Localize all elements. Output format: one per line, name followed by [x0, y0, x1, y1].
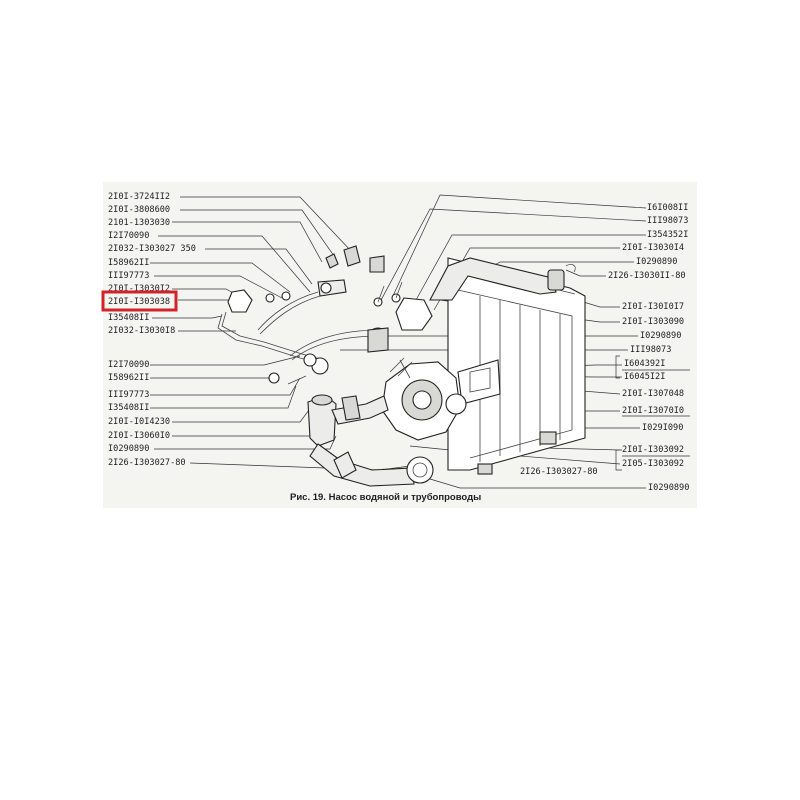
part-label: 2I0I-3724II2: [108, 192, 170, 202]
part-label: I35408II: [108, 403, 149, 413]
part-number-labels-right: I6I008II III98073 I354352I 2I0I-I3030I4 …: [520, 203, 689, 493]
part-label-highlighted: 2I0I-I303038: [108, 297, 170, 307]
part-label: I0290890: [108, 444, 149, 454]
part-label: 2I0I-I303090: [622, 317, 684, 327]
part-label: I029I090: [642, 423, 683, 433]
part-label: 2I0I-I3070I0: [622, 406, 684, 416]
part-label: 2I26-I303027-80: [520, 467, 598, 477]
part-label: 2I032-I303027 350: [108, 244, 196, 254]
upper-hose: [429, 257, 576, 301]
part-label: I35408II: [108, 313, 149, 323]
leader-lines-left: [150, 196, 411, 471]
part-label: I354352I: [647, 230, 688, 240]
part-label: 2I0I-I307048: [622, 389, 684, 399]
highlight-box: [101, 290, 178, 312]
part-label: I604392I: [624, 359, 665, 369]
part-label: I6I008II: [647, 203, 688, 213]
part-label: 2I0I-I3030I4: [622, 243, 684, 253]
bypass-pipe: [217, 279, 389, 375]
part-label: I6045I2I: [624, 372, 665, 382]
part-label: III98073: [647, 216, 688, 226]
part-label: 2I26-I3030II-80: [608, 271, 686, 281]
part-label: 2I0I-I3060I0: [108, 431, 170, 441]
part-label: 2I032-I3030I8: [108, 326, 175, 336]
fasteners: [265, 245, 433, 385]
part-label: 2I0I-I0I4230: [108, 417, 170, 427]
part-label: I0290890: [636, 257, 677, 267]
thermostat-and-hoses: [307, 394, 434, 487]
part-label: 2I05-I303092: [622, 459, 684, 469]
part-label: 2I0I-I30I0I7: [622, 302, 684, 312]
part-label: 2I0I-I303092: [622, 445, 684, 455]
water-pump: [381, 357, 501, 441]
part-label: III97773: [108, 271, 149, 281]
figure-caption: Рис. 19. Насос водяной и трубопроводы: [290, 492, 481, 503]
part-label: I2I70090: [108, 231, 149, 241]
part-label: I0290890: [648, 483, 689, 493]
part-number-labels-left: 2I0I-3724II2 2I0I-3808600 2101-1303030 I…: [108, 192, 196, 468]
part-label: I58962II: [108, 258, 149, 268]
part-label: 2I0I-3808600: [108, 205, 170, 215]
label-underlines: [622, 369, 690, 457]
part-label: 2101-1303030: [108, 218, 170, 228]
part-label: III98073: [630, 345, 671, 355]
radiator: [447, 257, 586, 475]
part-label: I0290890: [640, 331, 681, 341]
part-label: III97773: [108, 390, 149, 400]
part-label: I2I70090: [108, 360, 149, 370]
part-label: 2I0I-I3030I2: [108, 284, 170, 294]
part-label: 2I26-I303027-80: [108, 458, 186, 468]
part-label: I58962II: [108, 373, 149, 383]
